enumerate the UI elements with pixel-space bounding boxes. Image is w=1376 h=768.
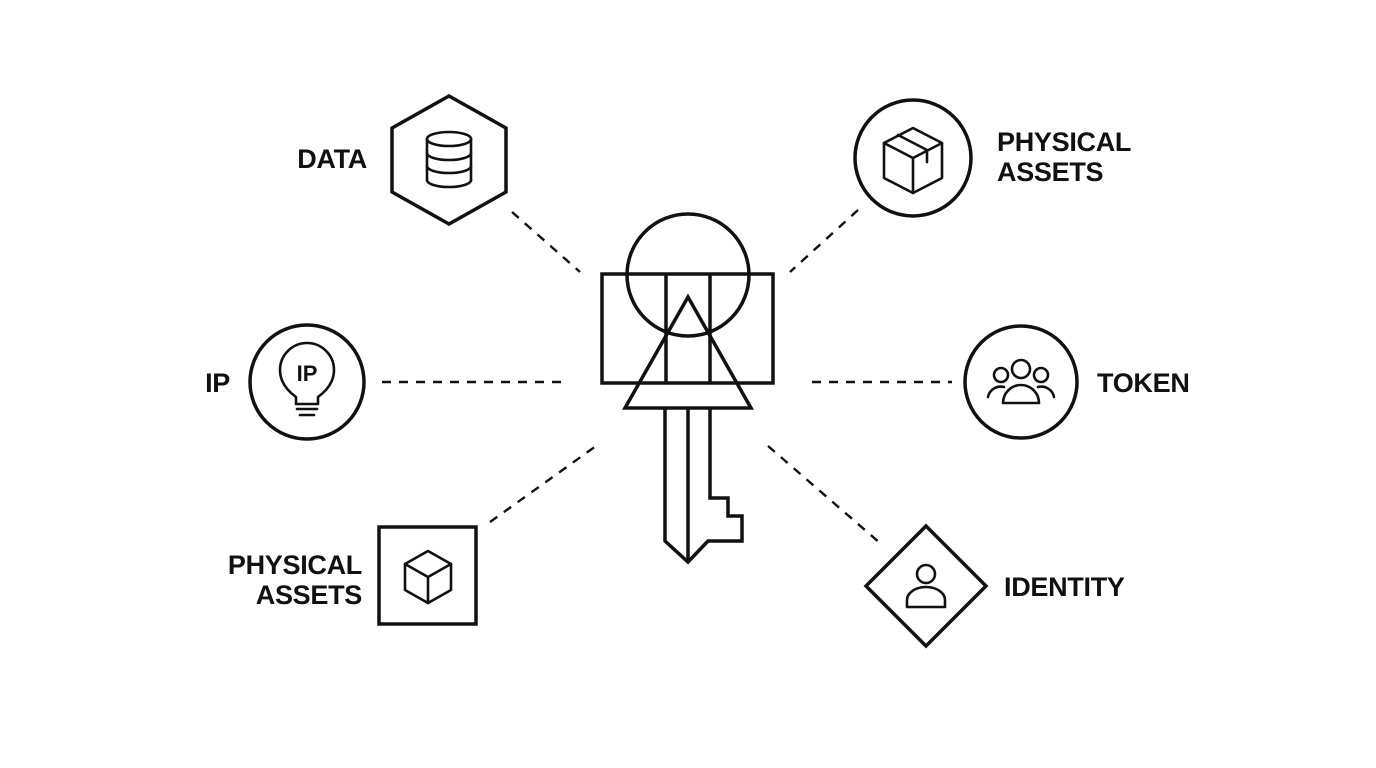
square-frame — [377, 525, 478, 626]
key-head-grille — [600, 272, 775, 385]
node-label: TOKEN — [1097, 368, 1190, 398]
node-physical-assets-top: PHYSICAL ASSETS — [853, 98, 1131, 218]
lightbulb-text: IP — [297, 361, 318, 386]
node-label: ASSETS — [997, 157, 1103, 187]
node-identity: IDENTITY — [863, 523, 1125, 649]
node-label: IP — [205, 368, 230, 398]
connector-data — [511, 211, 581, 273]
connectors — [382, 209, 952, 544]
lightbulb-icon: IP — [278, 341, 336, 417]
node-label: PHYSICAL — [997, 127, 1131, 157]
key-triangle — [621, 293, 755, 410]
hexagon-frame — [390, 93, 508, 227]
node-token: TOKEN — [963, 324, 1190, 440]
node-data: DATA — [297, 93, 508, 227]
connector-physical-assets-bottom — [489, 445, 597, 523]
connector-identity — [767, 445, 881, 544]
user-icon — [905, 563, 947, 609]
node-ip: IP IP — [205, 323, 366, 441]
node-physical-assets-bottom: PHYSICAL ASSETS — [228, 525, 478, 626]
cube-icon — [403, 549, 453, 605]
node-label: PHYSICAL — [228, 550, 362, 580]
circle-frame — [963, 324, 1079, 440]
circle-frame — [853, 98, 973, 218]
node-label: ASSETS — [256, 580, 362, 610]
database-icon — [425, 130, 473, 189]
connector-physical-assets-top — [789, 209, 859, 273]
circle-frame — [248, 323, 366, 441]
diamond-frame — [863, 523, 989, 649]
key-bow-circle — [625, 212, 751, 338]
node-label: IDENTITY — [1004, 572, 1125, 602]
node-label: DATA — [297, 144, 367, 174]
package-box-icon — [882, 126, 944, 195]
users-group-icon — [986, 358, 1056, 405]
key-icon — [600, 212, 775, 565]
key-blade — [663, 408, 744, 565]
